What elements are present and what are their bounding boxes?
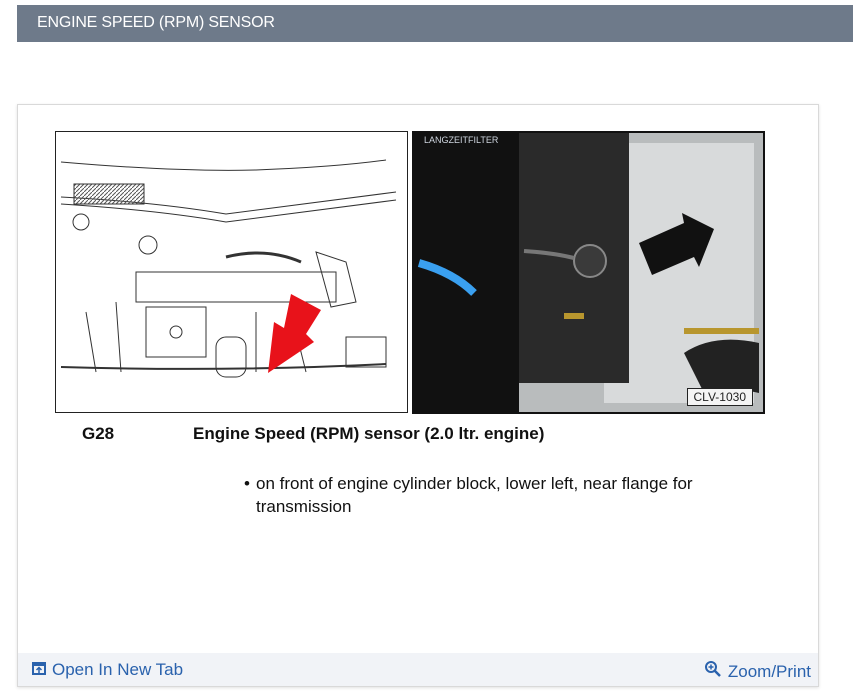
zoom-in-icon (704, 660, 722, 683)
engine-drawing-icon (60, 159, 397, 378)
figure-card: LANGZEITFILTER CLV-1030 G28 Engine Speed… (17, 104, 819, 687)
card-footer: Open In New Tab Zoom/Print (18, 653, 818, 686)
component-title: Engine Speed (RPM) sensor (2.0 ltr. engi… (193, 424, 545, 443)
open-in-new-tab-label: Open In New Tab (52, 660, 184, 679)
bullet-text: on front of engine cylinder block, lower… (256, 474, 693, 516)
location-bullet: • on front of engine cylinder block, low… (244, 472, 776, 518)
open-new-tab-icon (32, 660, 46, 680)
zoom-print-link[interactable]: Zoom/Print (704, 660, 811, 683)
section-title: ENGINE SPEED (RPM) SENSOR (37, 14, 275, 31)
figure-image: LANGZEITFILTER CLV-1030 (55, 131, 767, 414)
sensor-photo-illustration-icon: LANGZEITFILTER (414, 133, 763, 412)
engine-bay-diagram (55, 131, 408, 413)
sensor-photo: LANGZEITFILTER CLV-1030 (412, 131, 765, 414)
svg-text:LANGZEITFILTER: LANGZEITFILTER (424, 135, 499, 145)
bullet-icon: • (244, 474, 250, 493)
zoom-print-label: Zoom/Print (727, 661, 811, 681)
open-in-new-tab-link[interactable]: Open In New Tab (32, 660, 183, 680)
section-header: ENGINE SPEED (RPM) SENSOR (17, 5, 853, 42)
photo-label: CLV-1030 (686, 388, 753, 406)
component-code: G28 (82, 424, 115, 443)
